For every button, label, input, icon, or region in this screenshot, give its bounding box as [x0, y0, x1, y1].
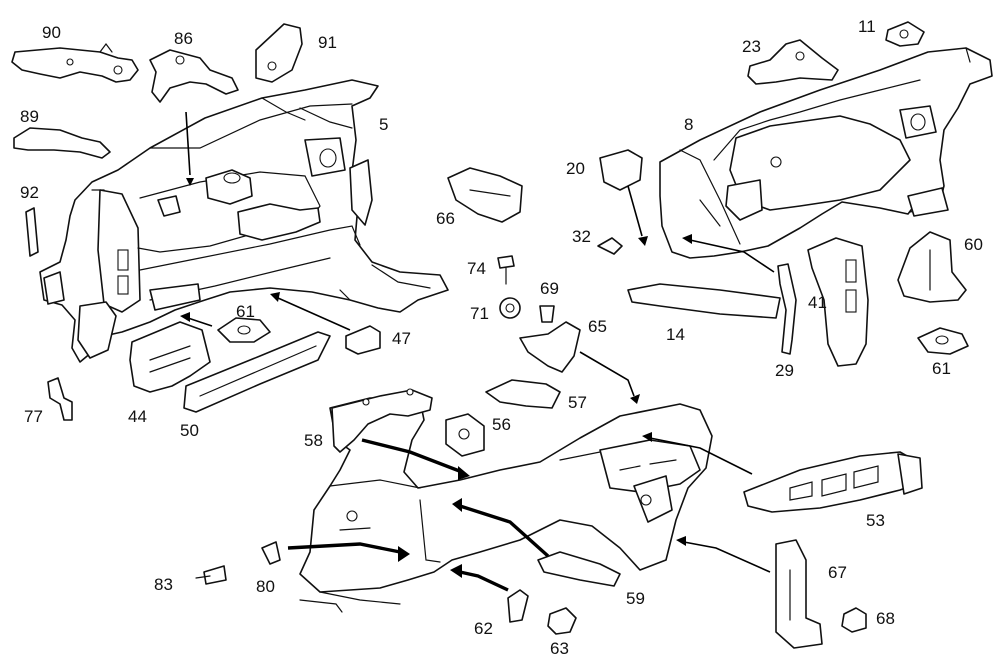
lower-frame-assembly — [299, 397, 713, 613]
label-part-89: 89 — [20, 107, 39, 126]
label-part-44: 44 — [128, 407, 147, 426]
label-part-11: 11 — [858, 17, 876, 36]
bracket-57 — [485, 379, 561, 409]
bracket-56 — [445, 413, 485, 457]
label-part-56: 56 — [492, 415, 511, 434]
label-part-61-right: 61 — [932, 359, 951, 378]
label-part-29: 29 — [775, 361, 794, 380]
label-part-20: 20 — [566, 159, 585, 178]
bracket-47 — [345, 325, 381, 355]
label-part-86: 86 — [174, 29, 193, 48]
bracket-89 — [13, 127, 111, 159]
label-part-66: 66 — [436, 209, 455, 228]
member-53 — [743, 451, 923, 513]
bracket-67 — [775, 539, 823, 649]
bracket-86 — [149, 49, 239, 103]
bracket-80 — [261, 541, 281, 565]
grommet-69 — [539, 305, 555, 323]
mount-61-right — [917, 327, 969, 355]
bracket-62 — [507, 589, 529, 623]
label-part-32: 32 — [572, 227, 591, 246]
bracket-77 — [47, 377, 73, 421]
label-part-90: 90 — [42, 23, 61, 42]
bracket-90 — [11, 43, 139, 83]
bracket-91 — [255, 23, 303, 83]
label-part-60: 60 — [964, 235, 983, 254]
right-body-shell — [659, 47, 993, 259]
bracket-23 — [747, 39, 839, 85]
pad-11 — [885, 21, 925, 47]
label-part-5: 5 — [379, 115, 389, 134]
label-part-71: 71 — [470, 304, 489, 323]
bolt-63 — [547, 607, 577, 635]
stud-83 — [195, 565, 227, 585]
label-part-74: 74 — [467, 259, 486, 278]
bracket-20 — [599, 149, 643, 191]
label-part-83: 83 — [154, 575, 173, 594]
bolt-74 — [497, 255, 515, 285]
label-part-68: 68 — [876, 609, 895, 628]
label-part-23: 23 — [742, 37, 761, 56]
label-part-58: 58 — [304, 431, 323, 450]
leader-arrows — [180, 111, 775, 592]
label-part-59: 59 — [626, 589, 645, 608]
label-part-50: 50 — [180, 421, 199, 440]
strip-29 — [777, 263, 797, 355]
rail-50 — [183, 331, 331, 413]
label-part-57: 57 — [568, 393, 587, 412]
bolt-68 — [841, 607, 867, 633]
label-part-77: 77 — [24, 407, 43, 426]
label-part-65: 65 — [588, 317, 607, 336]
label-part-80: 80 — [256, 577, 275, 596]
clip-32 — [597, 237, 623, 255]
label-part-62: 62 — [474, 619, 493, 638]
label-part-53: 53 — [866, 511, 885, 530]
label-part-8: 8 — [684, 115, 694, 134]
bracket-58 — [331, 388, 433, 453]
mount-61-left — [217, 317, 271, 343]
member-44 — [129, 321, 211, 393]
left-body-shell — [39, 79, 449, 363]
label-part-47: 47 — [392, 329, 411, 348]
strip-92 — [25, 207, 39, 257]
label-part-14: 14 — [666, 325, 685, 344]
bracket-66 — [447, 167, 523, 223]
label-part-92: 92 — [20, 183, 39, 202]
label-part-41: 41 — [808, 293, 827, 312]
rail-14 — [627, 283, 781, 319]
label-part-91: 91 — [318, 33, 337, 52]
bracket-65 — [519, 321, 581, 373]
clip-71 — [499, 297, 521, 319]
label-part-63: 63 — [550, 639, 569, 658]
pillar-41 — [807, 237, 869, 367]
label-part-61: 61 — [236, 302, 255, 321]
label-part-69: 69 — [540, 279, 559, 298]
bracket-60 — [897, 231, 967, 303]
label-part-67: 67 — [828, 563, 847, 582]
bracket-59 — [537, 551, 621, 587]
